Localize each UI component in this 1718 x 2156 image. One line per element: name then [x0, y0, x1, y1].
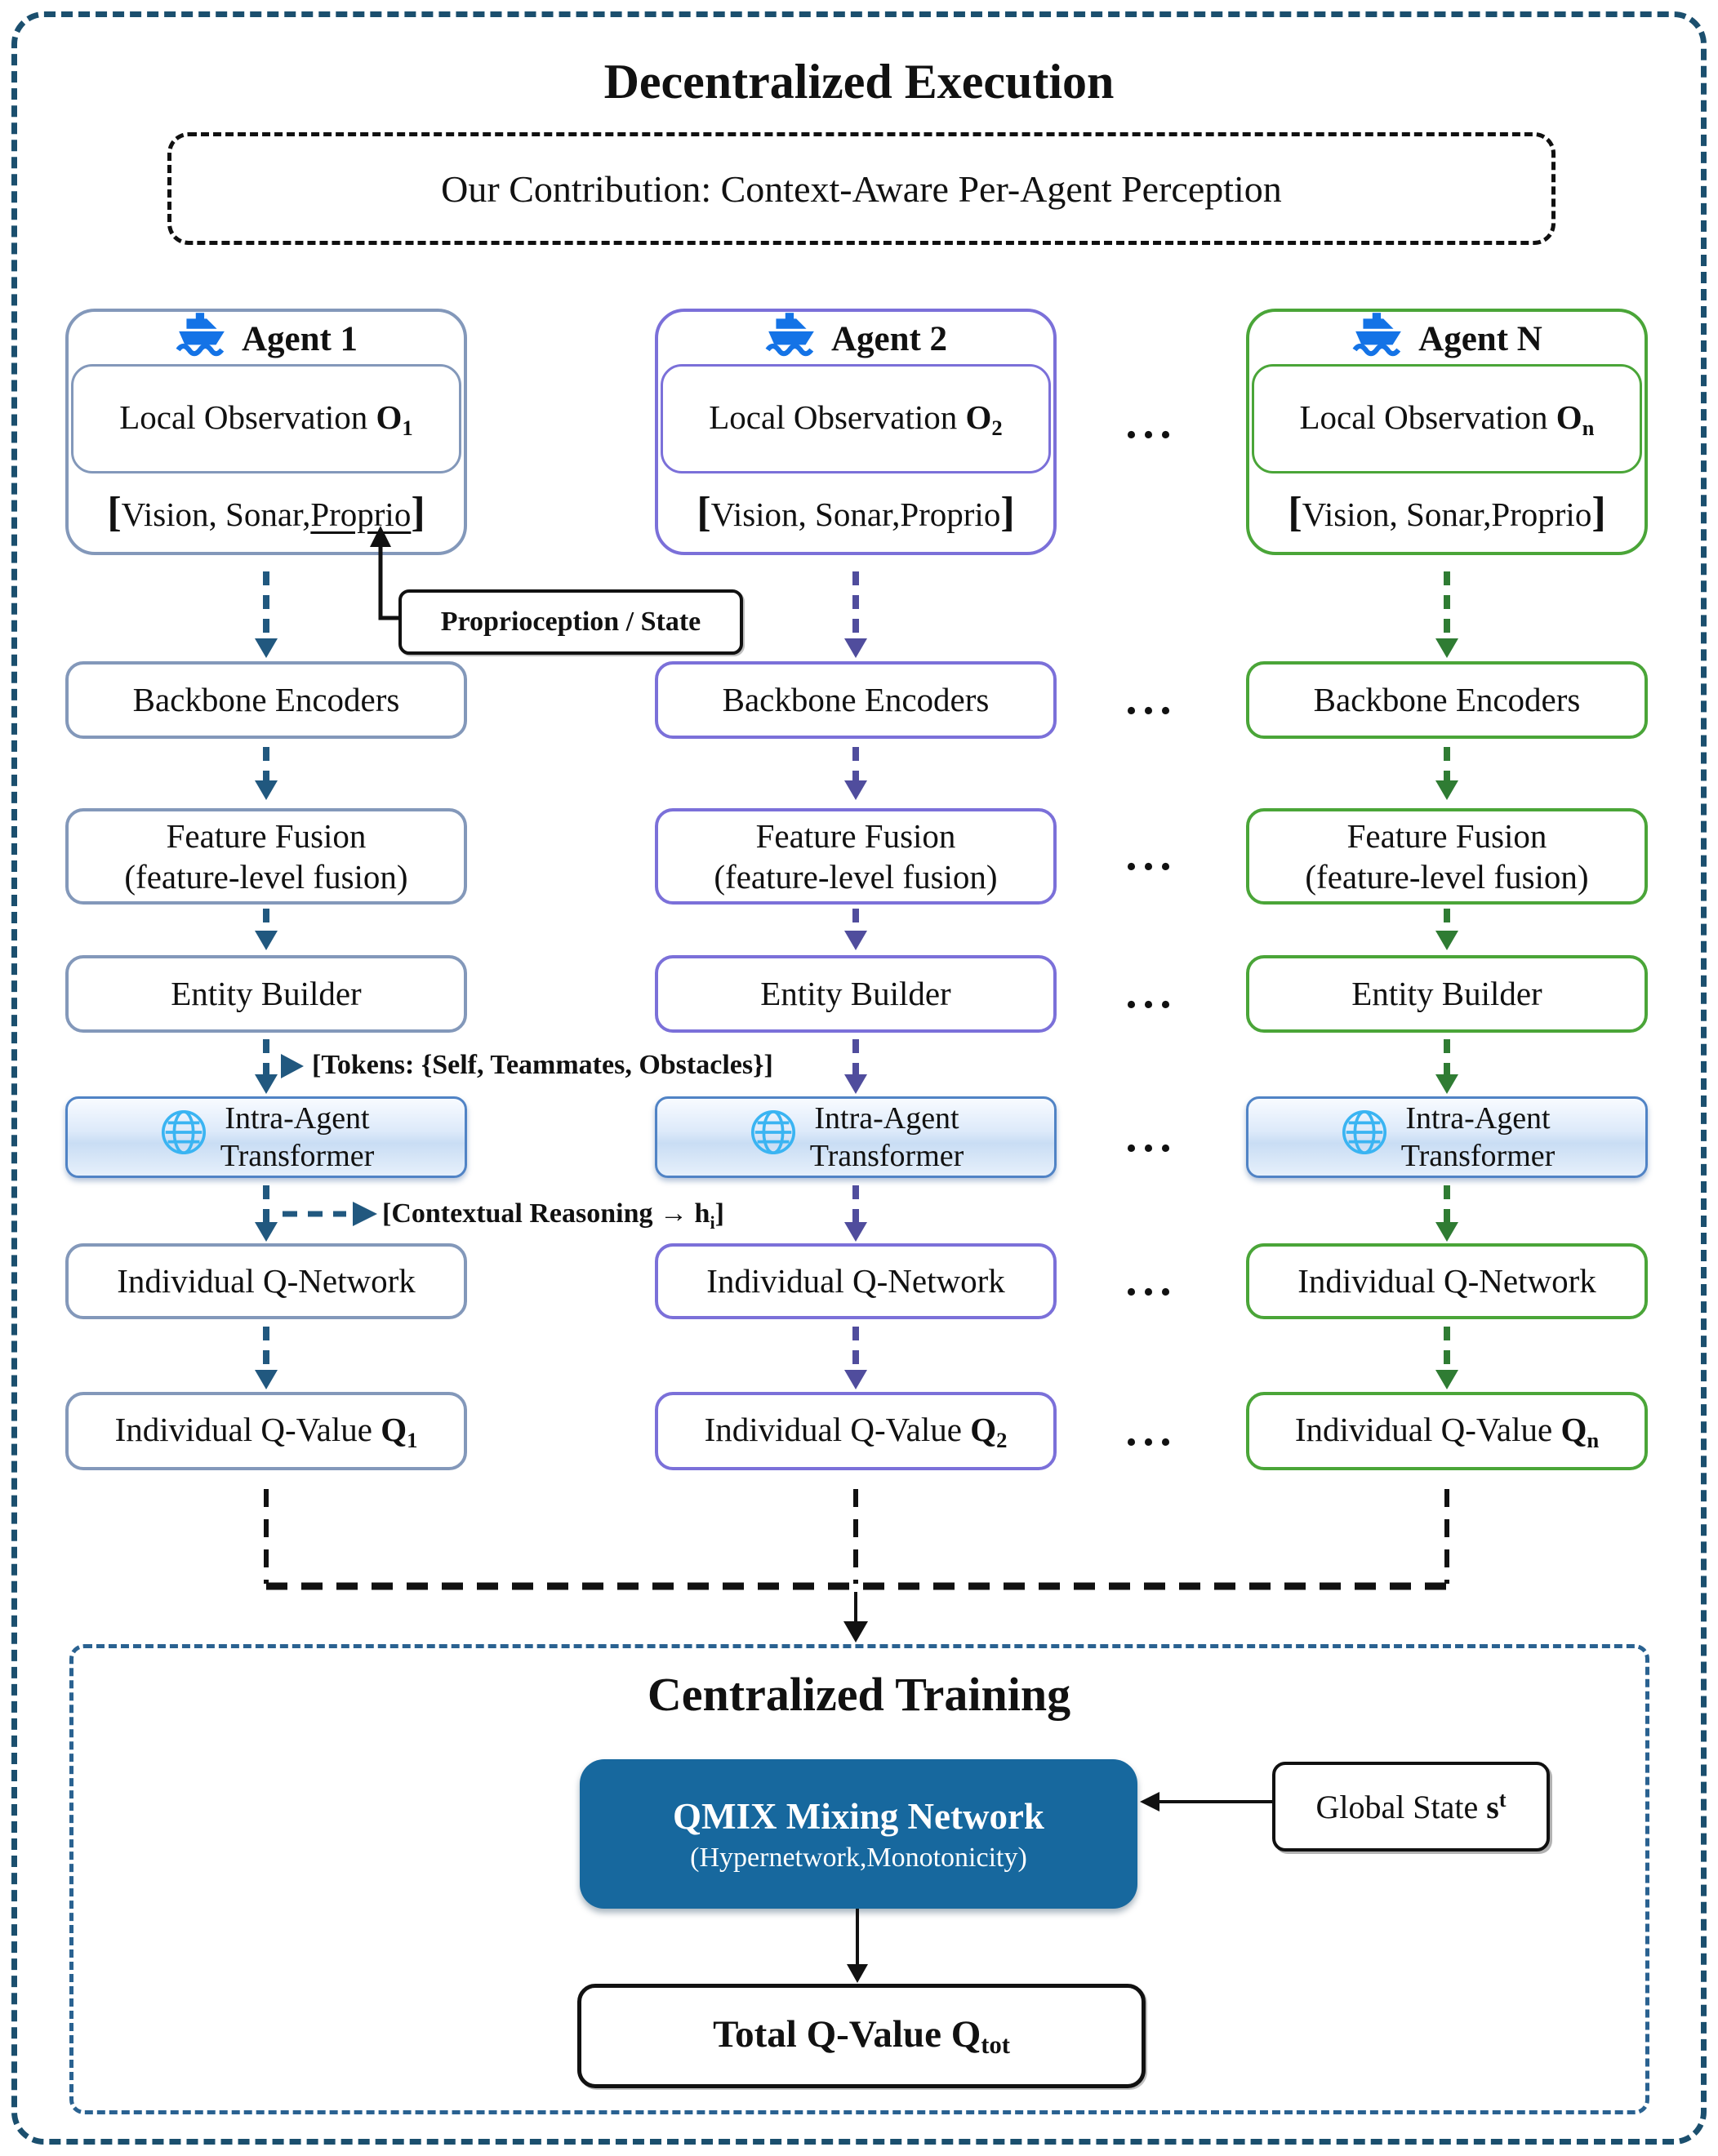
- agent2-backbone-box: Backbone Encoders: [655, 661, 1057, 739]
- agent1-entity-box: Entity Builder: [65, 955, 467, 1033]
- tokens-label: [Tokens: {Self, Teammates, Obstacles}]: [312, 1050, 773, 1080]
- agent1-fusion-box: Feature Fusion(feature-level fusion): [65, 808, 467, 905]
- qmix-mixing-network-box: QMIX Mixing Network (Hypernetwork,Monoto…: [580, 1759, 1137, 1909]
- agent1-observation-box: Local Observation O1: [71, 364, 461, 473]
- contextual-reasoning-label: [Contextual Reasoning → hi]: [382, 1198, 724, 1233]
- agentN-header: Agent N: [1249, 312, 1645, 367]
- agentN-observation-box: Local Observation On: [1252, 364, 1642, 473]
- agent2-box: Agent 2 Local Observation O2 [Vision, So…: [655, 309, 1057, 555]
- ship-icon: [764, 312, 818, 367]
- agent2-qvalue-box: Individual Q-Value Q2: [655, 1392, 1057, 1470]
- agent2-label: Agent 2: [830, 319, 948, 358]
- agent1-backbone-box: Backbone Encoders: [65, 661, 467, 739]
- agent1-header: Agent 1: [69, 312, 464, 367]
- agent2-fusion-box: Feature Fusion(feature-level fusion): [655, 808, 1057, 905]
- global-state-label: Global State st: [1315, 1787, 1507, 1825]
- agentN-fusion-box: Feature Fusion(feature-level fusion): [1246, 808, 1648, 905]
- agentN-observation-label: Local Observation On: [1299, 398, 1595, 440]
- decentralized-execution-frame: [11, 11, 1707, 2145]
- globe-icon: [1339, 1107, 1390, 1167]
- agent1-observation-label: Local Observation O1: [119, 398, 413, 440]
- total-qvalue-label: Total Q-Value Qtot: [713, 2013, 1010, 2059]
- contribution-box: Our Contribution: Context-Aware Per-Agen…: [167, 132, 1556, 245]
- agent1-qvalue-box: Individual Q-Value Q1: [65, 1392, 467, 1470]
- qmix-subtitle: (Hypernetwork,Monotonicity): [690, 1842, 1027, 1873]
- agentN-label: Agent N: [1418, 319, 1542, 358]
- agent1-box: Agent 1 Local Observation O1 [Vision, So…: [65, 309, 467, 555]
- agent1-label: Agent 1: [241, 319, 358, 358]
- agent2-header: Agent 2: [658, 312, 1053, 367]
- agent1-qnetwork-box: Individual Q-Network: [65, 1243, 467, 1319]
- page-title: Decentralized Execution: [603, 55, 1115, 109]
- proprio-underlined: Proprio: [310, 496, 412, 533]
- agent2-qnetwork-box: Individual Q-Network: [655, 1243, 1057, 1319]
- agentN-qvalue-box: Individual Q-Value Qn: [1246, 1392, 1648, 1470]
- total-qvalue-box: Total Q-Value Qtot: [577, 1984, 1146, 2088]
- ship-icon: [1351, 312, 1405, 367]
- agentN-backbone-box: Backbone Encoders: [1246, 661, 1648, 739]
- proprioception-note: Proprioception / State: [398, 589, 743, 655]
- centralized-training-title: Centralized Training: [647, 1668, 1071, 1721]
- agentN-box: Agent N Local Observation On [Vision, So…: [1246, 309, 1648, 555]
- agentN-sensors-label: [Vision, Sonar, Proprio]: [1288, 489, 1606, 536]
- agentN-entity-box: Entity Builder: [1246, 955, 1648, 1033]
- contribution-label: Our Contribution: Context-Aware Per-Agen…: [441, 167, 1282, 210]
- centralized-training-frame: [69, 1644, 1649, 2114]
- agent2-sensors-label: [Vision, Sonar, Proprio]: [697, 489, 1015, 536]
- globe-icon: [158, 1107, 209, 1167]
- agentN-qnetwork-box: Individual Q-Network: [1246, 1243, 1648, 1319]
- ship-icon: [175, 312, 229, 367]
- agent1-sensors-label: [Vision, Sonar, Proprio]: [107, 489, 425, 536]
- qmix-title: QMIX Mixing Network: [673, 1795, 1044, 1837]
- agent2-observation-box: Local Observation O2: [661, 364, 1051, 473]
- globe-icon: [748, 1107, 799, 1167]
- global-state-box: Global State st: [1272, 1762, 1550, 1851]
- agent2-observation-label: Local Observation O2: [709, 398, 1003, 440]
- agent2-entity-box: Entity Builder: [655, 955, 1057, 1033]
